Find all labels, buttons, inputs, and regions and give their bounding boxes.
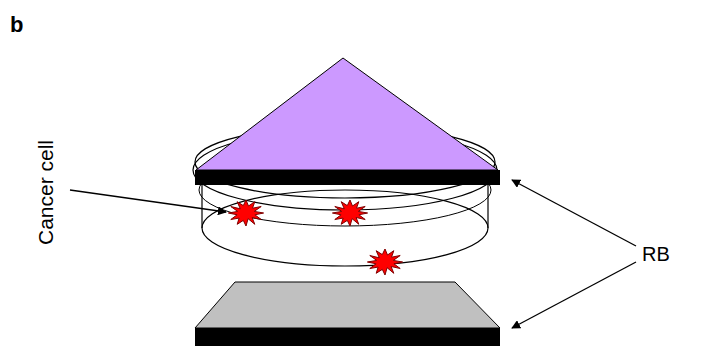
leader-arrow — [70, 190, 226, 212]
dish-base — [202, 190, 488, 266]
part-label: RB — [642, 244, 670, 264]
part-label: Cancer cell — [36, 139, 57, 244]
panel-letter: b — [10, 14, 23, 36]
leader-arrow — [512, 180, 636, 246]
cancer-cell — [332, 200, 367, 226]
prism — [196, 58, 498, 170]
cancer-cell — [367, 249, 402, 275]
leader-arrow — [512, 262, 636, 328]
radiation-bar — [195, 328, 500, 346]
platform — [195, 282, 500, 328]
radiation-bar — [195, 170, 500, 185]
cancer-cells — [228, 200, 402, 275]
cancer-cell — [228, 200, 263, 226]
